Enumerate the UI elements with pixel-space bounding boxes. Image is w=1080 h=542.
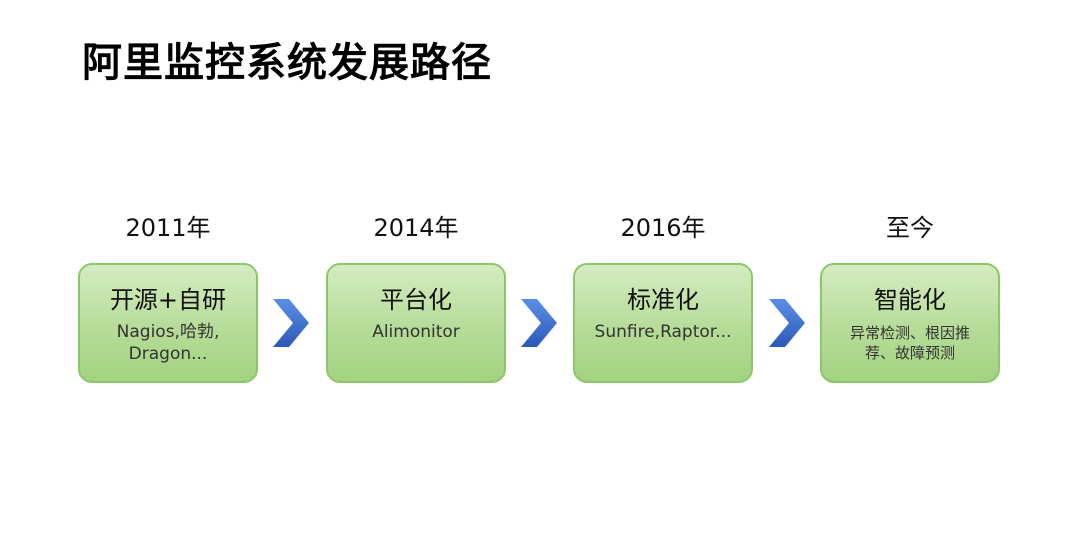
stage-box-open-source: 开源+自研 Nagios,哈勃, Dragon... xyxy=(78,263,258,383)
stage-year-2016: 2016年 xyxy=(620,214,706,242)
stage-subtitle: Sunfire,Raptor... xyxy=(594,322,732,342)
chevron-right-icon xyxy=(521,299,557,347)
stage-subtitle: Alimonitor xyxy=(372,322,460,342)
stage-box-platform: 平台化 Alimonitor xyxy=(326,263,506,383)
stage-title: 平台化 xyxy=(380,286,452,314)
stage-box-intelligence: 智能化 异常检测、根因推荐、故障预测 xyxy=(820,263,1000,383)
stage-title: 智能化 xyxy=(874,286,946,314)
stage-subtitle: 异常检测、根因推荐、故障预测 xyxy=(849,324,970,362)
stage-title: 标准化 xyxy=(627,286,699,314)
stage-year-2011: 2011年 xyxy=(125,214,211,242)
chevron-right-icon xyxy=(769,299,805,347)
page-title: 阿里监控系统发展路径 xyxy=(82,40,492,86)
stage-year-2014: 2014年 xyxy=(373,214,459,242)
stage-year-now: 至今 xyxy=(886,214,934,242)
stage-title: 开源+自研 xyxy=(109,286,227,314)
chevron-right-icon xyxy=(273,299,309,347)
stage-subtitle: Nagios,哈勃, Dragon... xyxy=(116,322,220,364)
stage-box-standardization: 标准化 Sunfire,Raptor... xyxy=(573,263,753,383)
